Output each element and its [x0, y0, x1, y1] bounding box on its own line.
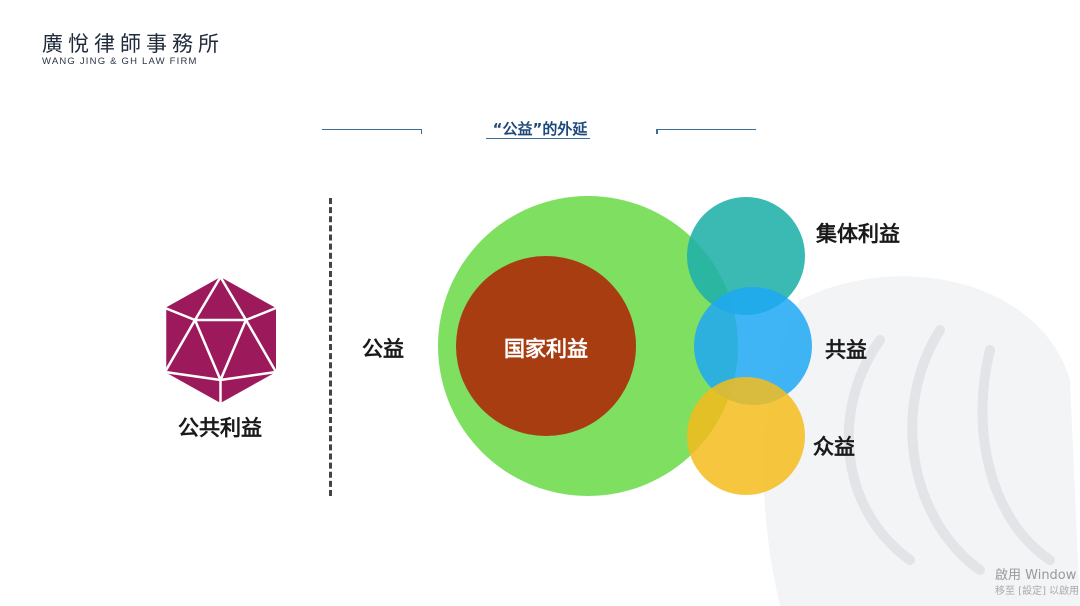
law-firm-name-cn: 廣悅律師事務所 — [42, 32, 224, 56]
national-interest-circle — [456, 256, 636, 436]
collective-interest-label: 集体利益 — [816, 222, 900, 246]
dashed-divider — [329, 198, 332, 496]
national-interest-label: 国家利益 — [504, 337, 588, 361]
title-decor-line-left — [322, 129, 422, 134]
gongyi-label: 公益 — [362, 337, 404, 361]
public-benefit-circle — [687, 377, 805, 495]
common-benefit-label: 共益 — [825, 338, 867, 362]
public-benefit-label: 众益 — [813, 435, 855, 459]
public-interest-label: 公共利益 — [178, 416, 262, 440]
title-decor-line-right — [656, 129, 756, 134]
law-firm-name-en: WANG JING & GH LAW FIRM — [42, 56, 198, 67]
windows-activation-text: 啟用 Window — [995, 568, 1077, 583]
icosahedron-icon — [163, 276, 278, 403]
windows-activation-subtext: 移至 [設定] 以啟用 — [995, 586, 1080, 597]
firm-watermark-logo — [763, 276, 1080, 606]
section-title: “公益”的外延 — [492, 120, 588, 138]
title-underline — [486, 138, 590, 139]
